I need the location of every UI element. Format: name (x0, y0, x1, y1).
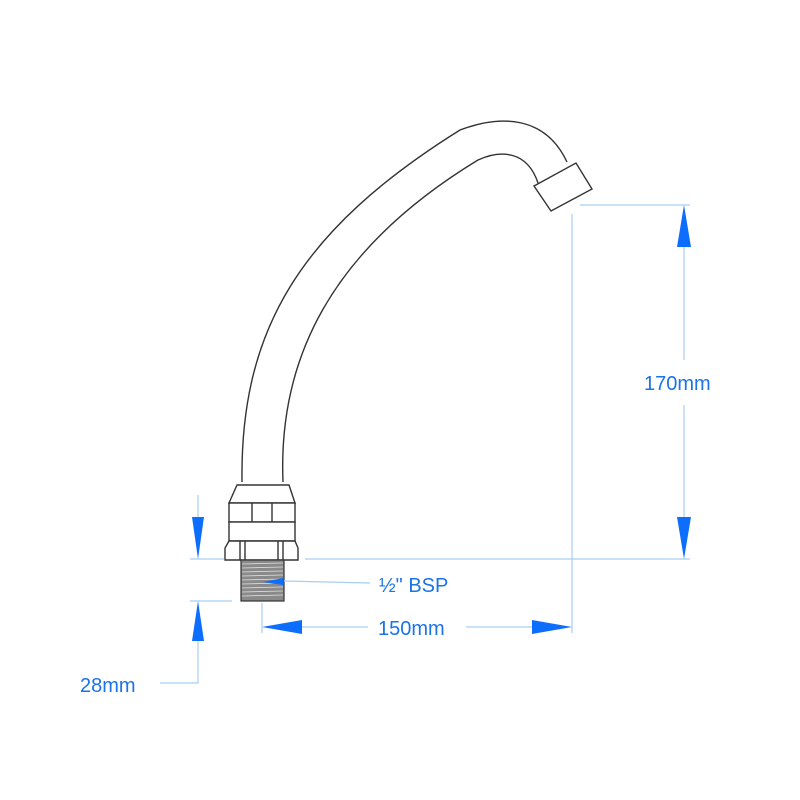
thread-spec-callout: ½" BSP (263, 575, 448, 597)
thread-length-label: 28mm (80, 675, 136, 697)
height-label: 170mm (644, 373, 711, 395)
hex-fitting (227, 484, 296, 542)
arrow-up-icon (192, 601, 204, 641)
reach-label: 150mm (378, 618, 445, 640)
thread-length-dimension: 28mm (80, 495, 204, 697)
extension-lines (190, 204, 690, 633)
arrow-down-icon (677, 517, 691, 559)
arrow-down-icon (192, 517, 204, 559)
curved-spout-tube (241, 120, 568, 483)
thread-spec-label: ½" BSP (379, 575, 448, 597)
hex-nut (224, 540, 299, 561)
arrow-up-icon (677, 205, 691, 247)
arrow-left-icon (262, 620, 302, 634)
arrow-right-icon (532, 620, 572, 634)
aerator-outlet (532, 162, 593, 212)
reach-dimension: 150mm (262, 618, 572, 640)
leader-arrow-icon (263, 578, 283, 585)
thread-lines (241, 562, 284, 597)
height-dimension: 170mm (644, 205, 711, 559)
